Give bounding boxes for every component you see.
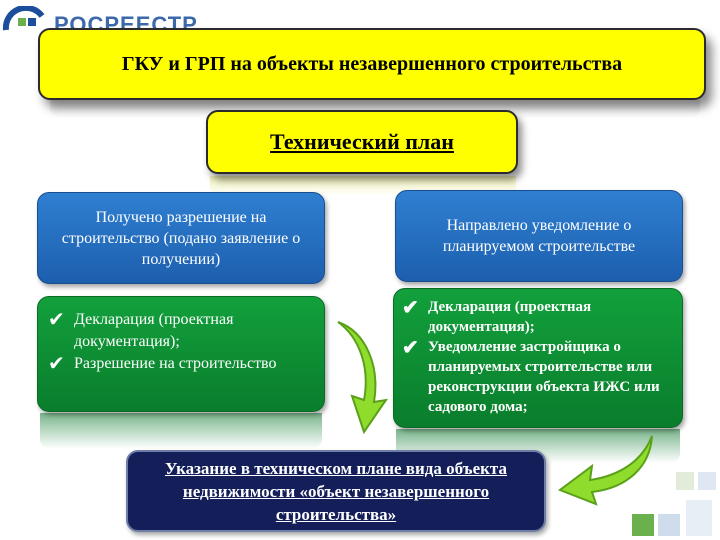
technical-plan-label: Технический план bbox=[270, 129, 454, 154]
curved-arrow-icon bbox=[337, 321, 389, 435]
left-doc-2: Разрешение на строительство bbox=[74, 355, 277, 372]
left-doc-1: Декларация (проектная документация); bbox=[74, 311, 234, 350]
right-doc-1: Декларация (проектная документация); bbox=[428, 299, 592, 335]
check-icon: ✔ bbox=[48, 353, 65, 375]
list-item: ✔ Разрешение на строительство bbox=[48, 353, 314, 375]
condition-permit-box: Получено разрешение на строительство (по… bbox=[37, 192, 325, 284]
list-item: ✔ Декларация (проектная документация); bbox=[48, 309, 314, 353]
left-docs-reflection bbox=[40, 413, 322, 449]
logo-mark-icon bbox=[2, 6, 45, 31]
list-item: ✔ Уведомление застройщика о планируемых … bbox=[402, 337, 674, 417]
condition-notice-text: Направлено уведомление о планируемом стр… bbox=[442, 217, 636, 255]
condition-permit-text: Получено разрешение на строительство (по… bbox=[61, 208, 301, 268]
check-icon: ✔ bbox=[48, 309, 65, 331]
result-text: Указание в техническом плане вида объект… bbox=[164, 458, 507, 524]
page-title: ГКУ и ГРП на объекты незавершенного стро… bbox=[121, 52, 623, 75]
right-doc-2: Уведомление застройщика о планируемых ст… bbox=[428, 339, 660, 415]
technical-plan-box: Технический план bbox=[206, 110, 518, 174]
decorative-squares bbox=[632, 472, 716, 536]
curved-arrow-icon bbox=[557, 435, 653, 506]
check-icon: ✔ bbox=[402, 337, 419, 359]
title-banner: ГКУ и ГРП на объекты незавершенного стро… bbox=[38, 28, 706, 100]
condition-notice-box: Направлено уведомление о планируемом стр… bbox=[395, 190, 683, 282]
right-docs-box: ✔ Декларация (проектная документация); ✔… bbox=[393, 288, 683, 428]
left-docs-box: ✔ Декларация (проектная документация); ✔… bbox=[37, 296, 325, 412]
list-item: ✔ Декларация (проектная документация); bbox=[402, 297, 674, 337]
check-icon: ✔ bbox=[402, 297, 419, 319]
result-box: Указание в техническом плане вида объект… bbox=[126, 450, 546, 532]
